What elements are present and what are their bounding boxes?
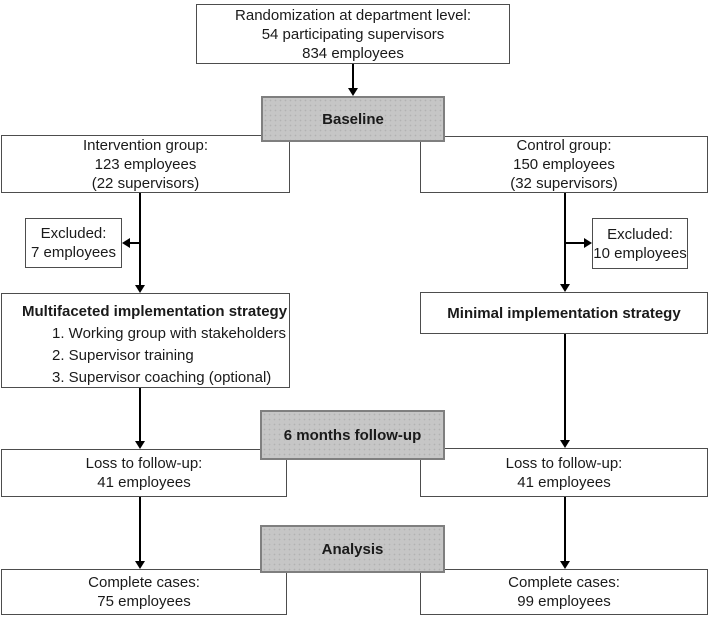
connector-branch-excluded-right (566, 242, 584, 244)
arrowhead-into-complete-right (560, 561, 570, 569)
control-group-line: Control group: (516, 137, 612, 154)
intervention-group-line: (22 supervisors) (91, 174, 200, 192)
arrowhead-into-baseline (348, 88, 358, 96)
control-group-line: (32 supervisors) (510, 175, 618, 192)
loss-control-line: Loss to follow-up: (505, 454, 623, 472)
arrowhead-into-excluded-left (122, 238, 130, 248)
control-group-line: 150 employees (513, 156, 615, 173)
excluded-intervention-box: Excluded: 7 employees (25, 218, 122, 268)
connector-intervention-multifaceted (139, 193, 141, 286)
arrowhead-into-loss-right (560, 440, 570, 448)
analysis-milestone-box: Analysis (260, 525, 445, 573)
complete-intervention-line: Complete cases: (88, 574, 200, 591)
minimal-strategy-title: Minimal implementation strategy (447, 304, 681, 322)
control-group-box: Control group: 150 employees (32 supervi… (420, 136, 708, 193)
excluded-control-box: Excluded: 10 employees (592, 218, 688, 269)
multifaceted-strategy-item: 3. Supervisor coaching (optional) (52, 369, 272, 386)
connector-loss-complete-right (564, 497, 566, 562)
intervention-group-box: Intervention group: 123 employees (22 su… (1, 135, 290, 193)
complete-control-line: Complete cases: (508, 574, 620, 591)
arrowhead-into-complete-left (135, 561, 145, 569)
randomization-line: Randomization at department level: (235, 6, 471, 24)
multifaceted-strategy-title: Multifaceted implementation strategy (22, 303, 288, 320)
loss-control-line: 41 employees (517, 473, 611, 491)
excluded-control-line: 10 employees (593, 244, 687, 262)
baseline-milestone-box: Baseline (261, 96, 445, 142)
randomization-line: 834 employees (302, 44, 404, 62)
excluded-intervention-line: Excluded: (40, 225, 107, 242)
connector-loss-complete-left (139, 497, 141, 562)
loss-intervention-box: Loss to follow-up: 41 employees (1, 449, 287, 497)
complete-intervention-line: 75 employees (97, 593, 191, 610)
randomization-line: 54 participating supervisors (261, 25, 445, 43)
arrowhead-into-loss-left (135, 441, 145, 449)
excluded-control-line: Excluded: (607, 225, 673, 243)
connector-multifaceted-loss-left (139, 388, 141, 442)
complete-control-box: Complete cases: 99 employees (420, 569, 708, 615)
baseline-label: Baseline (322, 110, 384, 128)
excluded-intervention-line: 7 employees (30, 244, 117, 261)
intervention-group-line: 123 employees (94, 155, 197, 173)
connector-randomization-baseline (352, 64, 354, 90)
complete-control-line: 99 employees (517, 593, 611, 610)
randomization-box: Randomization at department level: 54 pa… (196, 4, 510, 64)
connector-branch-excluded-left (129, 242, 141, 244)
multifaceted-strategy-box: Multifaceted implementation strategy 1. … (1, 293, 290, 388)
minimal-strategy-box: Minimal implementation strategy (420, 292, 708, 334)
multifaceted-strategy-item: 2. Supervisor training (52, 347, 194, 364)
connector-control-minimal (564, 193, 566, 285)
intervention-group-line: Intervention group: (82, 136, 209, 154)
followup-label: 6 months follow-up (283, 426, 422, 444)
arrowhead-into-multifaceted (135, 285, 145, 293)
arrowhead-into-excluded-right (584, 238, 592, 248)
analysis-label: Analysis (321, 540, 384, 558)
followup-milestone-box: 6 months follow-up (260, 410, 445, 460)
multifaceted-strategy-item: 1. Working group with stakeholders (52, 325, 287, 342)
connector-minimal-loss-right (564, 334, 566, 441)
loss-intervention-line: 41 employees (97, 474, 191, 491)
complete-intervention-box: Complete cases: 75 employees (1, 569, 287, 615)
arrowhead-into-minimal (560, 284, 570, 292)
loss-control-box: Loss to follow-up: 41 employees (420, 448, 708, 497)
loss-intervention-line: Loss to follow-up: (85, 455, 203, 472)
